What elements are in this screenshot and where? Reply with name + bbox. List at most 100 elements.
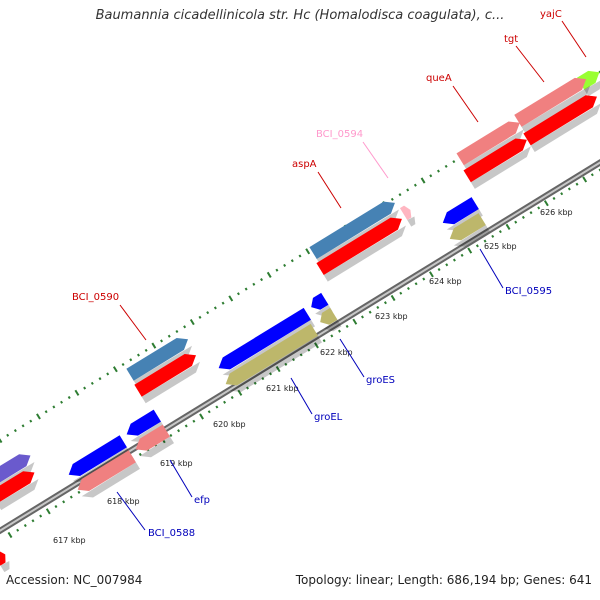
lower-track-tick (223, 400, 227, 404)
gene-label[interactable]: efp (194, 495, 210, 506)
gene-aspA-cds-shade (323, 225, 406, 282)
lower-track-tick (322, 339, 326, 343)
gene-label[interactable]: groES (366, 375, 395, 386)
gene-groEL-cds-shade (229, 335, 323, 393)
upper-track-tick (90, 381, 94, 385)
upper-track-tick (136, 353, 140, 357)
upper-track-tick (290, 259, 294, 263)
label-leader-line (116, 491, 146, 531)
lower-track-tick (207, 410, 211, 414)
gene-efp-cds[interactable] (132, 424, 175, 462)
gene-BCI_0595[interactable] (439, 197, 483, 235)
scale-tick-label: 625 kbp (484, 242, 517, 251)
upper-track-tick (213, 306, 217, 310)
gene-BCI_0595-shade (446, 209, 483, 231)
gene-efp-shade (130, 421, 166, 443)
gene-efp-shape[interactable] (123, 409, 162, 441)
upper-track-tick (36, 413, 41, 420)
gene-BCI_0595-cds-shade (453, 225, 490, 247)
lower-track-tick (299, 353, 303, 357)
gene-tgt[interactable] (514, 73, 594, 134)
genome-summary-text: Topology: linear; Length: 686,194 bp; Ge… (295, 573, 592, 587)
gene-BCI_0595-cds[interactable] (446, 213, 490, 251)
upper-track-tick (175, 329, 179, 334)
gene-groES-cds[interactable] (317, 307, 342, 335)
gene-label[interactable]: aspA (292, 159, 317, 170)
label-leader-layer (116, 20, 587, 531)
upper-track-tick (21, 424, 25, 428)
gene-label[interactable]: yajC (540, 9, 562, 20)
lower-track-tick (590, 173, 594, 177)
gene-label[interactable]: BCI_0588 (148, 528, 195, 539)
gene-left-edge-purple-shape[interactable] (0, 449, 34, 487)
gene-BCI_0595-cds-shape[interactable] (446, 213, 486, 245)
upper-track-tick (444, 164, 448, 168)
gene-groES-shape[interactable] (308, 292, 329, 313)
gene-bottom-edge-red-shade (0, 560, 10, 573)
gene-BCI_0594-shape[interactable] (399, 204, 414, 221)
gene-BCI_0590-shape[interactable] (126, 333, 191, 381)
upper-track-tick (252, 282, 256, 286)
upper-track-tick (13, 429, 17, 433)
label-leader-line (561, 20, 587, 58)
gene-BCI_0588-cds-shape[interactable] (74, 450, 136, 495)
gene-BCI_0588-cds[interactable] (74, 450, 140, 502)
gene-queA-cds-shape[interactable] (463, 134, 531, 183)
gene-bottom-edge-red-shape[interactable] (0, 548, 9, 566)
scale-tick-label: 626 kbp (540, 208, 573, 217)
gene-groEL[interactable] (215, 307, 316, 381)
gene-left-edge-red-shape[interactable] (0, 466, 38, 504)
upper-track-tick (121, 362, 125, 367)
scale-tick-label: 620 kbp (213, 420, 246, 429)
gene-label[interactable]: BCI_0590 (72, 292, 119, 303)
gene-BCI_0595-shape[interactable] (439, 197, 479, 229)
gene-groES-cds-shape[interactable] (317, 307, 338, 328)
lower-track-tick (529, 211, 533, 215)
gene-groEL-shape[interactable] (215, 307, 311, 374)
lower-track-tick (237, 389, 243, 396)
lower-track-tick (505, 223, 511, 230)
gene-tgt-cds-shape[interactable] (523, 91, 600, 146)
upper-track-tick (436, 169, 440, 173)
gene-label[interactable]: BCI_0594 (316, 129, 363, 140)
gene-BCI_0590-cds-shape[interactable] (134, 349, 199, 397)
upper-track-tick (29, 419, 33, 423)
gene-groEL-cds[interactable] (222, 323, 323, 397)
gene-queA-shape[interactable] (456, 117, 524, 166)
gene-groEL-cds-shape[interactable] (222, 323, 318, 390)
gene-label[interactable]: tgt (504, 34, 518, 45)
gene-aspA-cds-shape[interactable] (316, 213, 405, 276)
gene-label[interactable]: queA (426, 73, 452, 84)
gene-tgt-cds[interactable] (523, 91, 600, 152)
upper-track-tick (298, 254, 302, 258)
gene-bottom-edge-red[interactable] (0, 548, 13, 573)
gene-efp-cds-shape[interactable] (132, 424, 171, 456)
gene-tgt-cds-shade (530, 103, 600, 152)
scale-tick-label: 619 kbp (160, 459, 193, 468)
gene-BCI_0588-shape[interactable] (65, 435, 127, 480)
gene-aspA-shape[interactable] (309, 197, 398, 260)
gene-label[interactable]: BCI_0595 (505, 286, 552, 297)
gene-BCI_0590-cds[interactable] (134, 349, 203, 404)
gene-left-edge-red[interactable] (0, 466, 42, 511)
lower-track-tick (422, 277, 426, 281)
lower-track-tick (514, 220, 518, 224)
gene-layer[interactable] (0, 66, 600, 573)
gene-BCI_0588[interactable] (65, 435, 131, 487)
upper-track-tick (305, 248, 311, 255)
lower-track-tick (498, 230, 502, 234)
gene-efp[interactable] (123, 409, 166, 447)
upper-track-tick (167, 334, 171, 338)
gene-aspA-cds[interactable] (316, 213, 409, 282)
gene-BCI_0594[interactable] (399, 204, 418, 227)
lower-track-tick (169, 433, 173, 438)
lower-track-tick (399, 291, 403, 295)
upper-track-tick (6, 433, 10, 437)
gene-tgt-shape[interactable] (514, 73, 590, 127)
gene-label[interactable]: groEL (314, 412, 343, 423)
lower-track-tick (215, 405, 219, 409)
upper-track-tick (390, 197, 394, 201)
gene-queA-cds[interactable] (463, 134, 535, 189)
